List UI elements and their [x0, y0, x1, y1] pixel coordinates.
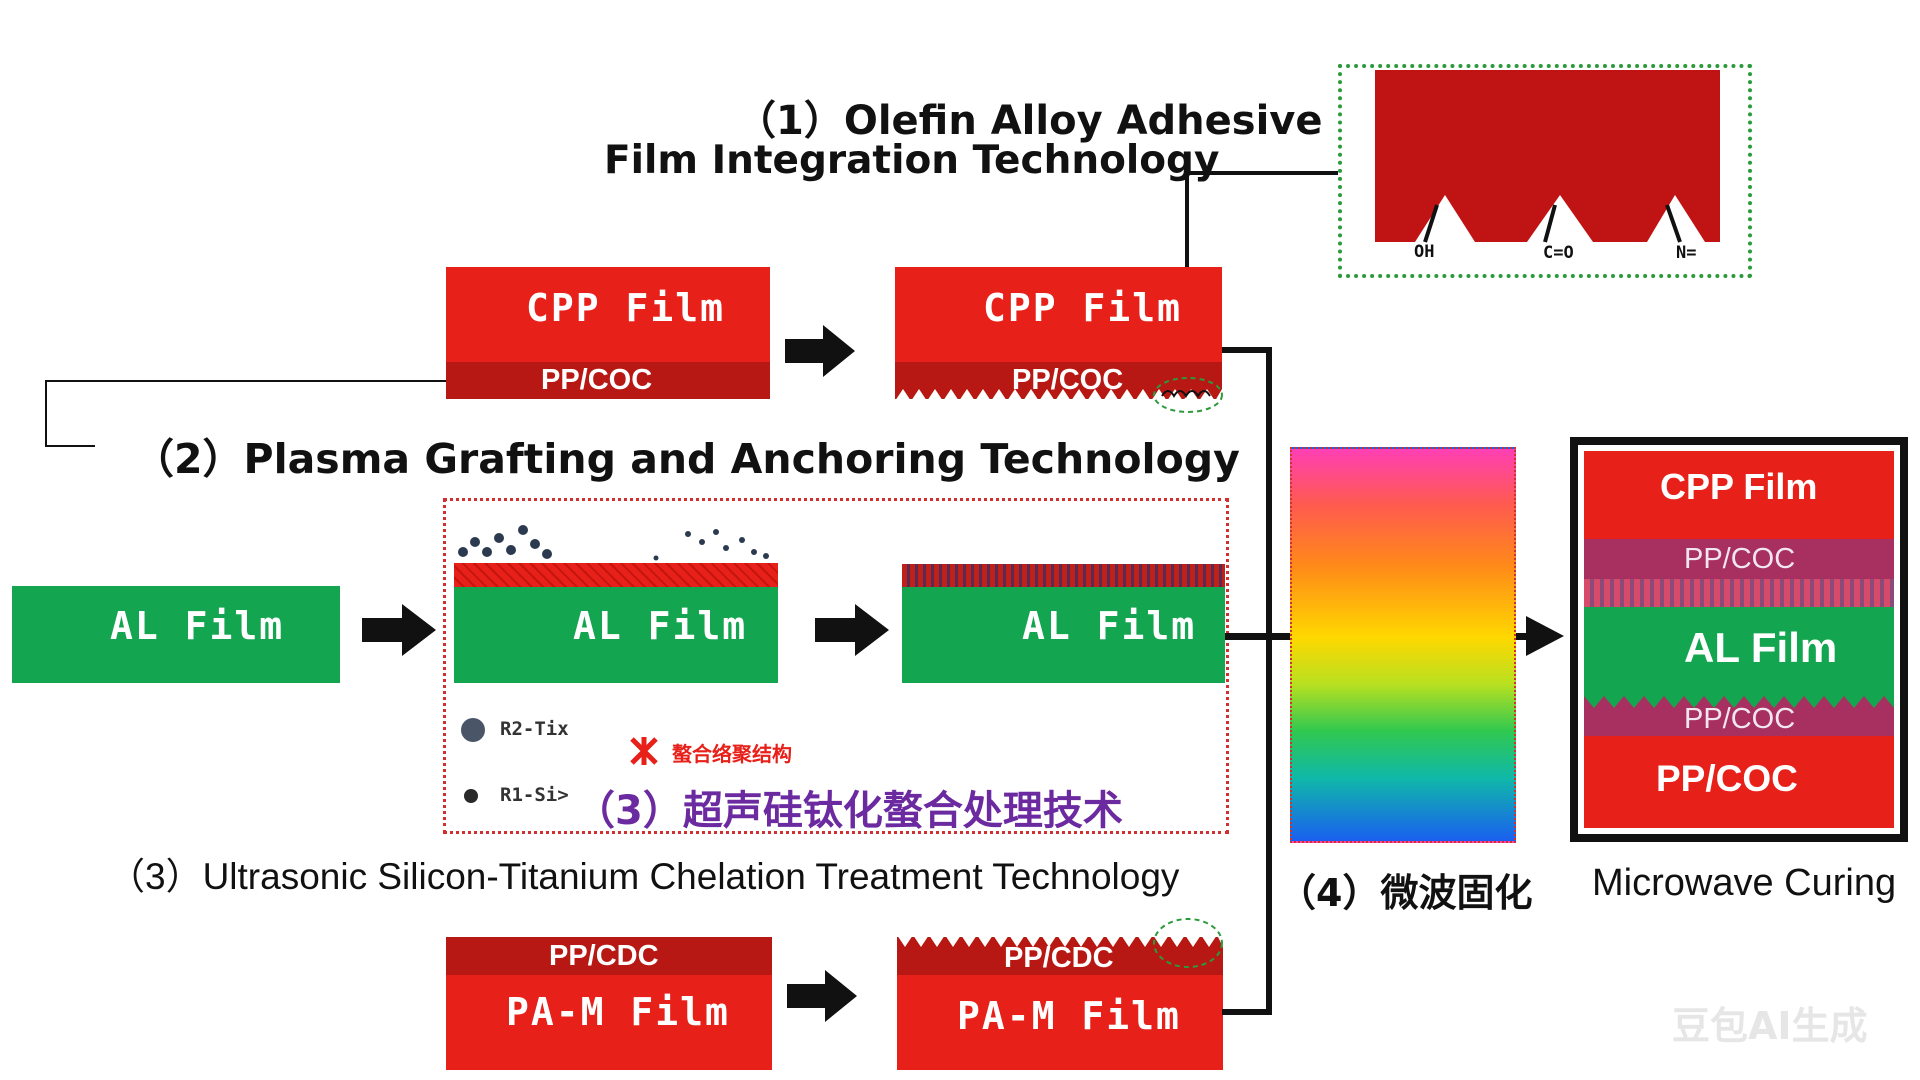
- pa-m-film-original: [446, 975, 772, 1070]
- merge-vertical: [1266, 347, 1272, 1015]
- al-film-treated-red-layer: [454, 563, 778, 587]
- microwave-title-cn: （4）微波固化: [1278, 871, 1533, 915]
- pa-m-film-modified-detail-circle: [1153, 918, 1223, 968]
- cpp-film-modified-teeth: [895, 389, 1222, 401]
- group-n-label: N=: [1676, 243, 1697, 263]
- olefin-inset-graphic: [1375, 70, 1720, 243]
- cpp-film-modified-detail-circle: [1153, 377, 1223, 413]
- result-pp-coc-top-layer: [1584, 539, 1894, 579]
- legend-chelate-icon: [630, 737, 658, 765]
- result-pp-coc-bottom-layer: [1584, 736, 1894, 828]
- al-film-chelated-layer: [902, 564, 1225, 587]
- result-cpp-layer: [1584, 451, 1894, 539]
- result-cpp-label: CPP Film: [1660, 466, 1818, 507]
- pa-m-film-original-label: PA-M Film: [506, 990, 730, 1034]
- legend-r1-six-dot: [464, 789, 478, 803]
- legend-r1-six-label: R1-Si>: [500, 784, 569, 806]
- plasma-bracket-bottom: [45, 445, 95, 447]
- cpp-film-modified: [895, 267, 1222, 362]
- ultrasonic-title-en: （3）Ultrasonic Silicon-Titanium Chelation…: [108, 856, 1180, 897]
- cpp-film-modified-label: CPP Film: [983, 286, 1183, 330]
- legend-r2-tix-dot: [461, 718, 485, 742]
- plasma-bracket-top: [45, 380, 446, 382]
- cpp-film-original-sublabel: PP/COC: [541, 364, 653, 396]
- pa-m-film-modified-label: PA-M Film: [957, 994, 1181, 1038]
- merge-main-arrowhead: [1526, 616, 1564, 656]
- merge-bottom-horizontal: [1222, 1009, 1272, 1015]
- particles-left: [458, 525, 552, 559]
- pa-m-film-modified: [897, 975, 1223, 1070]
- olefin-title-line1: （1）Olefin Alloy Adhesive: [736, 98, 1323, 144]
- result-pp-coc-mid-label: PP/COC: [1684, 703, 1796, 735]
- cpp-film-original-label: CPP Film: [526, 286, 726, 330]
- result-mid-teeth: [1584, 696, 1894, 708]
- legend-r2-tix-label: R2-Tix: [500, 718, 569, 740]
- al-film-original: [12, 586, 340, 683]
- al-film-treated: [454, 587, 778, 683]
- al-film-original-label: AL Film: [110, 604, 285, 648]
- al-film-chelated-label: AL Film: [1022, 604, 1197, 648]
- arrow-al-2: [815, 604, 889, 656]
- al-film-treated-label: AL Film: [573, 604, 748, 648]
- arrow-al-1: [362, 604, 436, 656]
- pa-m-film-original-sublabel: PP/CDC: [549, 940, 659, 972]
- legend-chelate-label: 螯合络聚结构: [672, 742, 792, 766]
- ultrasonic-title-cn: （3）超声硅钛化螯合处理技术: [575, 788, 1123, 834]
- al-film-chelated: [902, 587, 1225, 683]
- result-al-layer: [1584, 607, 1894, 696]
- microwave-gradient-panel: [1290, 447, 1516, 843]
- inset-connector-vertical: [1185, 171, 1189, 356]
- result-chelate-interface-layer: [1584, 579, 1894, 607]
- microwave-title-en: Microwave Curing: [1592, 862, 1897, 904]
- cpp-film-modified-sublabel: PP/COC: [1012, 364, 1124, 396]
- plasma-title: （2）Plasma Grafting and Anchoring Technol…: [133, 435, 1240, 483]
- merge-top-horizontal: [1222, 347, 1272, 353]
- arrow-cpp: [785, 325, 855, 377]
- result-pp-coc-top-label: PP/COC: [1684, 543, 1796, 575]
- result-pp-coc-bottom-label: PP/COC: [1656, 758, 1798, 799]
- result-al-label: AL Film: [1684, 624, 1838, 671]
- particles-right: [653, 529, 769, 561]
- pa-m-film-modified-teeth: [897, 935, 1223, 947]
- cpp-film-original: [446, 267, 770, 362]
- cpp-film-original-pp-layer: [446, 362, 770, 399]
- arrow-pa-m: [787, 970, 857, 1022]
- group-co-label: C=O: [1543, 243, 1574, 263]
- pa-m-film-modified-sublabel: PP/CDC: [1004, 942, 1114, 974]
- olefin-title-line2: Film Integration Technology: [604, 138, 1220, 183]
- inset-connector-horizontal: [1185, 171, 1338, 175]
- ultrasonic-treatment-frame: [443, 498, 1229, 834]
- pa-m-film-original-pp-layer: [446, 937, 772, 975]
- group-oh-label: OH: [1414, 242, 1435, 262]
- olefin-inset-frame: [1338, 64, 1752, 278]
- watermark: 豆包AI生成: [1672, 1004, 1868, 1048]
- plasma-bracket-side: [45, 380, 47, 446]
